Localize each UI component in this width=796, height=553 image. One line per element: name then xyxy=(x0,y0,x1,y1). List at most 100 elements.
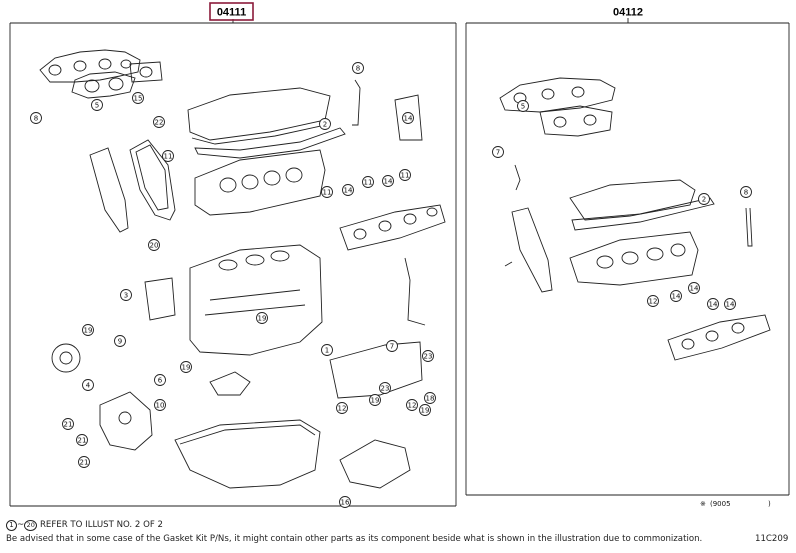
right-callout-circle-3 xyxy=(698,193,710,205)
left-callout-label-15: 19 xyxy=(258,315,267,323)
left-callout-circle-18 xyxy=(180,361,192,373)
left-callout-label-16: 19 xyxy=(84,327,93,335)
left-callout-label-22: 6 xyxy=(158,377,163,385)
right-callout-circle-1 xyxy=(517,100,529,112)
left-callout-label-0: 5 xyxy=(95,102,99,110)
left-callout-circle-25 xyxy=(78,456,90,468)
left-callout-circle-16 xyxy=(82,324,94,336)
right-callout-label-4: 12 xyxy=(649,298,658,306)
left-callout-label-5: 2 xyxy=(323,121,327,129)
left-callout-label-30: 19 xyxy=(371,397,380,405)
right-callout-circle-4 xyxy=(647,295,659,307)
right-callout-circle-6 xyxy=(688,282,700,294)
right-callout-label-6: 14 xyxy=(690,285,699,293)
left-callout-circle-22 xyxy=(154,374,166,386)
right-cylinder-head-gasket xyxy=(569,231,699,286)
left-callout-label-1: 15 xyxy=(134,95,143,103)
left-callout-label-28: 12 xyxy=(408,402,417,410)
note-text: (9005 xyxy=(710,500,731,508)
left-callout-circle-29 xyxy=(336,402,348,414)
left-callout-circle-20 xyxy=(386,340,398,352)
left-cylinder-block xyxy=(189,244,323,356)
left-callout-label-6: 14 xyxy=(404,115,413,123)
left-callout-label-24: 21 xyxy=(64,421,73,429)
right-callout-label-3: 2 xyxy=(702,196,706,204)
left-callout-circle-1 xyxy=(132,92,144,104)
left-callout-circle-19 xyxy=(321,344,333,356)
left-callout-circle-4 xyxy=(153,116,165,128)
left-callout-label-10: 11 xyxy=(364,179,373,187)
left-callout-label-3: 8 xyxy=(356,65,360,73)
left-callout-circle-2 xyxy=(30,112,42,124)
right-callout-circle-5 xyxy=(670,290,682,302)
left-group-code-text: 04111 xyxy=(217,7,246,19)
left-callout-label-13: 20 xyxy=(150,242,159,250)
left-callout-circle-7 xyxy=(162,150,174,162)
left-callout-label-20: 7 xyxy=(390,343,394,351)
left-callout-circle-32 xyxy=(379,382,391,394)
left-callout-circle-14 xyxy=(120,289,132,301)
note-mark: ※ xyxy=(700,500,706,508)
right-callout-label-1: 5 xyxy=(521,103,525,111)
left-callout-label-32: 23 xyxy=(381,385,390,393)
right-callout-circle-8 xyxy=(724,298,736,310)
left-callout-label-34: 16 xyxy=(341,499,350,507)
left-oil-pan-gasket xyxy=(174,419,321,489)
refer-note: 1~20 REFER TO ILLUST NO. 2 OF 2 xyxy=(6,520,163,531)
left-callout-label-27: 18 xyxy=(426,395,435,403)
right-timing-belt-cover xyxy=(511,207,553,293)
left-callout-circle-17 xyxy=(114,335,126,347)
right-callout-circle-7 xyxy=(707,298,719,310)
left-callout-circle-27 xyxy=(424,392,436,404)
left-callout-label-2: 8 xyxy=(34,115,38,123)
left-callout-label-9: 14 xyxy=(344,187,353,195)
left-callout-circle-28 xyxy=(406,399,418,411)
left-callout-circle-6 xyxy=(402,112,414,124)
left-callout-circle-21 xyxy=(82,379,94,391)
left-callout-circle-10 xyxy=(362,176,374,188)
right-callout-label-7: 14 xyxy=(709,301,718,309)
right-group-code[interactable]: 04112 xyxy=(613,7,643,19)
left-group-code[interactable]: 04111 xyxy=(209,2,254,21)
note-close: ) xyxy=(768,500,771,508)
left-callout-circle-3 xyxy=(352,62,364,74)
left-callout-circle-33 xyxy=(419,404,431,416)
left-timing-belt-cover xyxy=(89,139,176,233)
illustration-id: 11C209 xyxy=(755,534,789,544)
left-callout-label-26: 10 xyxy=(156,402,165,410)
left-callout-label-4: 22 xyxy=(155,119,164,127)
left-callout-circle-26 xyxy=(154,399,166,411)
right-callout-circle-2 xyxy=(740,186,752,198)
left-callout-circle-13 xyxy=(148,239,160,251)
left-callout-circle-12 xyxy=(399,169,411,181)
left-callout-label-7: 11 xyxy=(164,153,173,161)
left-callout-circle-24 xyxy=(62,418,74,430)
left-callout-circle-31 xyxy=(76,434,88,446)
right-panel-frame xyxy=(465,18,790,496)
left-callout-label-11: 14 xyxy=(384,178,393,186)
left-callout-label-21: 4 xyxy=(86,382,91,390)
right-intake-manifold-gasket xyxy=(667,314,771,361)
left-callout-circle-8 xyxy=(321,186,333,198)
left-callout-label-17: 9 xyxy=(118,338,122,346)
left-callout-circle-11 xyxy=(382,175,394,187)
left-callout-circle-9 xyxy=(342,184,354,196)
left-callout-label-12: 11 xyxy=(401,172,410,180)
left-callout-label-33: 19 xyxy=(421,407,430,415)
left-callout-label-14: 3 xyxy=(124,292,128,300)
left-callout-label-23: 23 xyxy=(424,353,433,361)
left-callout-label-18: 19 xyxy=(182,364,191,372)
right-callout-label-8: 14 xyxy=(726,301,735,309)
left-callout-label-19: 1 xyxy=(325,347,329,355)
right-callout-label-0: 7 xyxy=(496,149,500,157)
refer-range-start-badge: 1 xyxy=(6,520,17,531)
left-callout-label-31: 21 xyxy=(78,437,87,445)
left-panel-frame xyxy=(9,19,457,507)
left-intake-manifold-gasket xyxy=(339,204,446,251)
left-exhaust-manifold-gasket xyxy=(39,49,163,99)
right-valve-cover-gasket xyxy=(569,179,715,231)
left-cylinder-head-gasket xyxy=(194,149,326,216)
right-callout-label-2: 8 xyxy=(744,189,748,197)
